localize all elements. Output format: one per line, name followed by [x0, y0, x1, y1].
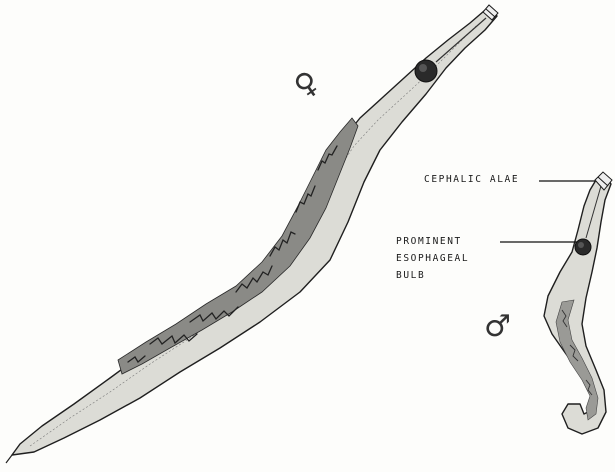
- male-symbol: ♂: [484, 312, 511, 342]
- esophageal-label: ESOPHAGEAL: [396, 251, 469, 267]
- prominent-label: PROMINENT: [396, 234, 462, 250]
- bulb-label: BULB: [396, 268, 425, 284]
- female-esophageal-bulb: [415, 60, 437, 82]
- cephalic-alae-label: CEPHALIC ALAE: [424, 172, 519, 188]
- female-esophagus: [436, 18, 486, 62]
- male-worm-body: [544, 174, 611, 434]
- female-tail-tip: [6, 455, 12, 463]
- male-worm: [544, 172, 612, 434]
